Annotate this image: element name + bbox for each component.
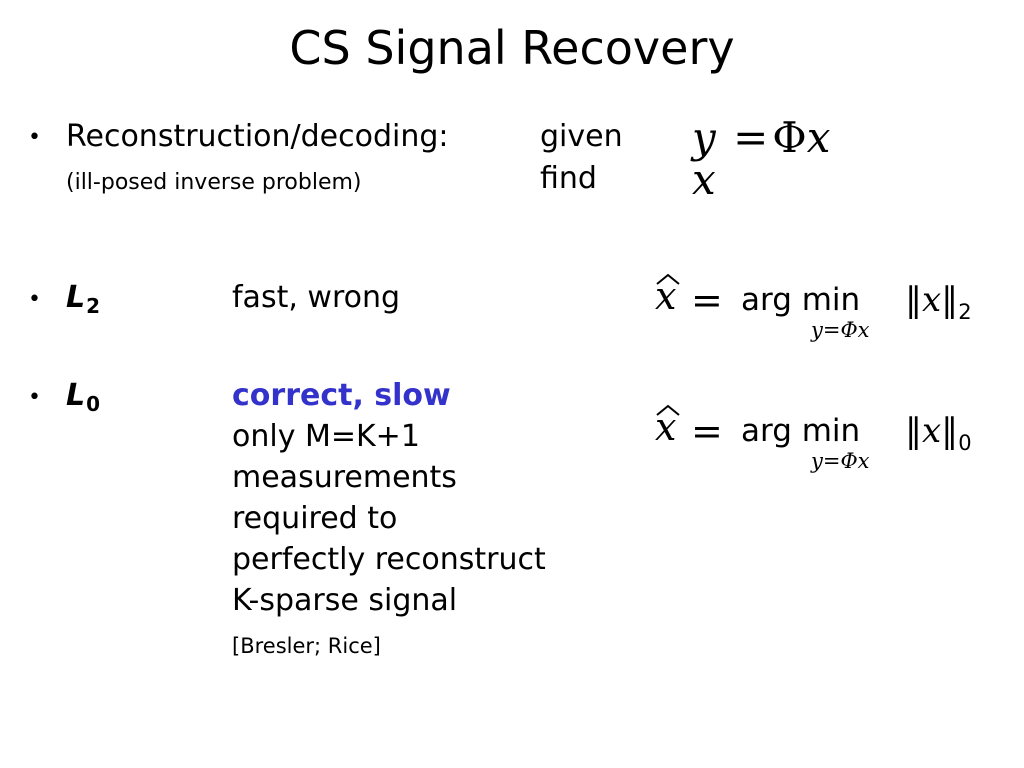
l0-letter: L — [66, 378, 86, 413]
l2-letter: L — [66, 280, 86, 315]
l0-line: required to — [232, 501, 398, 536]
formula-lhs-x: x — [655, 405, 677, 449]
l0-line: K-sparse signal — [232, 583, 458, 618]
bullet-marker: • — [28, 385, 41, 410]
given-label: given — [540, 119, 623, 154]
l0-line: measurements — [232, 460, 457, 495]
formula-constraint: y=Φx — [811, 449, 870, 473]
l2-subscript: 2 — [86, 294, 101, 318]
eq-equals: = — [733, 113, 769, 162]
l0-label: L0 — [66, 377, 100, 417]
find-variable-x: x — [692, 155, 716, 204]
norm-subscript: 2 — [958, 300, 972, 324]
formula-equals: = — [691, 409, 723, 453]
formula-lhs-x: x — [655, 274, 677, 318]
formula-constraint: y=Φx — [811, 318, 870, 342]
norm-body: ‖x‖ — [905, 411, 959, 451]
slide-title: CS Signal Recovery — [289, 21, 735, 75]
find-label: find — [540, 161, 597, 196]
l2-formula: x = arg min y=Φx ‖x‖2 — [655, 273, 995, 348]
l0-line: only M=K+1 — [232, 419, 420, 454]
l0-subscript: 0 — [86, 392, 101, 416]
l2-description: fast, wrong — [232, 280, 401, 315]
formula-equals: = — [691, 278, 723, 322]
l0-formula: x = arg min y=Φx ‖x‖0 — [655, 404, 995, 479]
l2-label: L2 — [66, 279, 100, 319]
citation: [Bresler; Rice] — [232, 634, 381, 658]
ill-posed-note: (ill-posed inverse problem) — [66, 170, 362, 195]
bullet-marker: • — [28, 125, 41, 150]
norm-body: ‖x‖ — [905, 280, 959, 320]
eq-x: x — [806, 113, 831, 162]
hat-accent-icon — [656, 404, 680, 416]
l0-description: correct, slow only M=K+1 measurements re… — [232, 375, 632, 621]
formula-norm: ‖x‖0 — [905, 409, 972, 457]
norm-subscript: 0 — [958, 431, 972, 455]
l0-line: perfectly reconstruct — [232, 542, 546, 577]
bullet-marker: • — [28, 287, 41, 312]
reconstruction-heading: Reconstruction/decoding: — [66, 119, 449, 154]
formula-norm: ‖x‖2 — [905, 278, 972, 326]
measurement-equation: y =Φx — [692, 114, 830, 162]
formula-argmin: arg min — [741, 413, 861, 449]
eq-lhs-y: y — [692, 113, 716, 162]
l0-highlight: correct, slow — [232, 378, 451, 413]
hat-accent-icon — [656, 273, 680, 285]
eq-phi: Φ — [772, 113, 807, 162]
formula-argmin: arg min — [741, 282, 861, 318]
